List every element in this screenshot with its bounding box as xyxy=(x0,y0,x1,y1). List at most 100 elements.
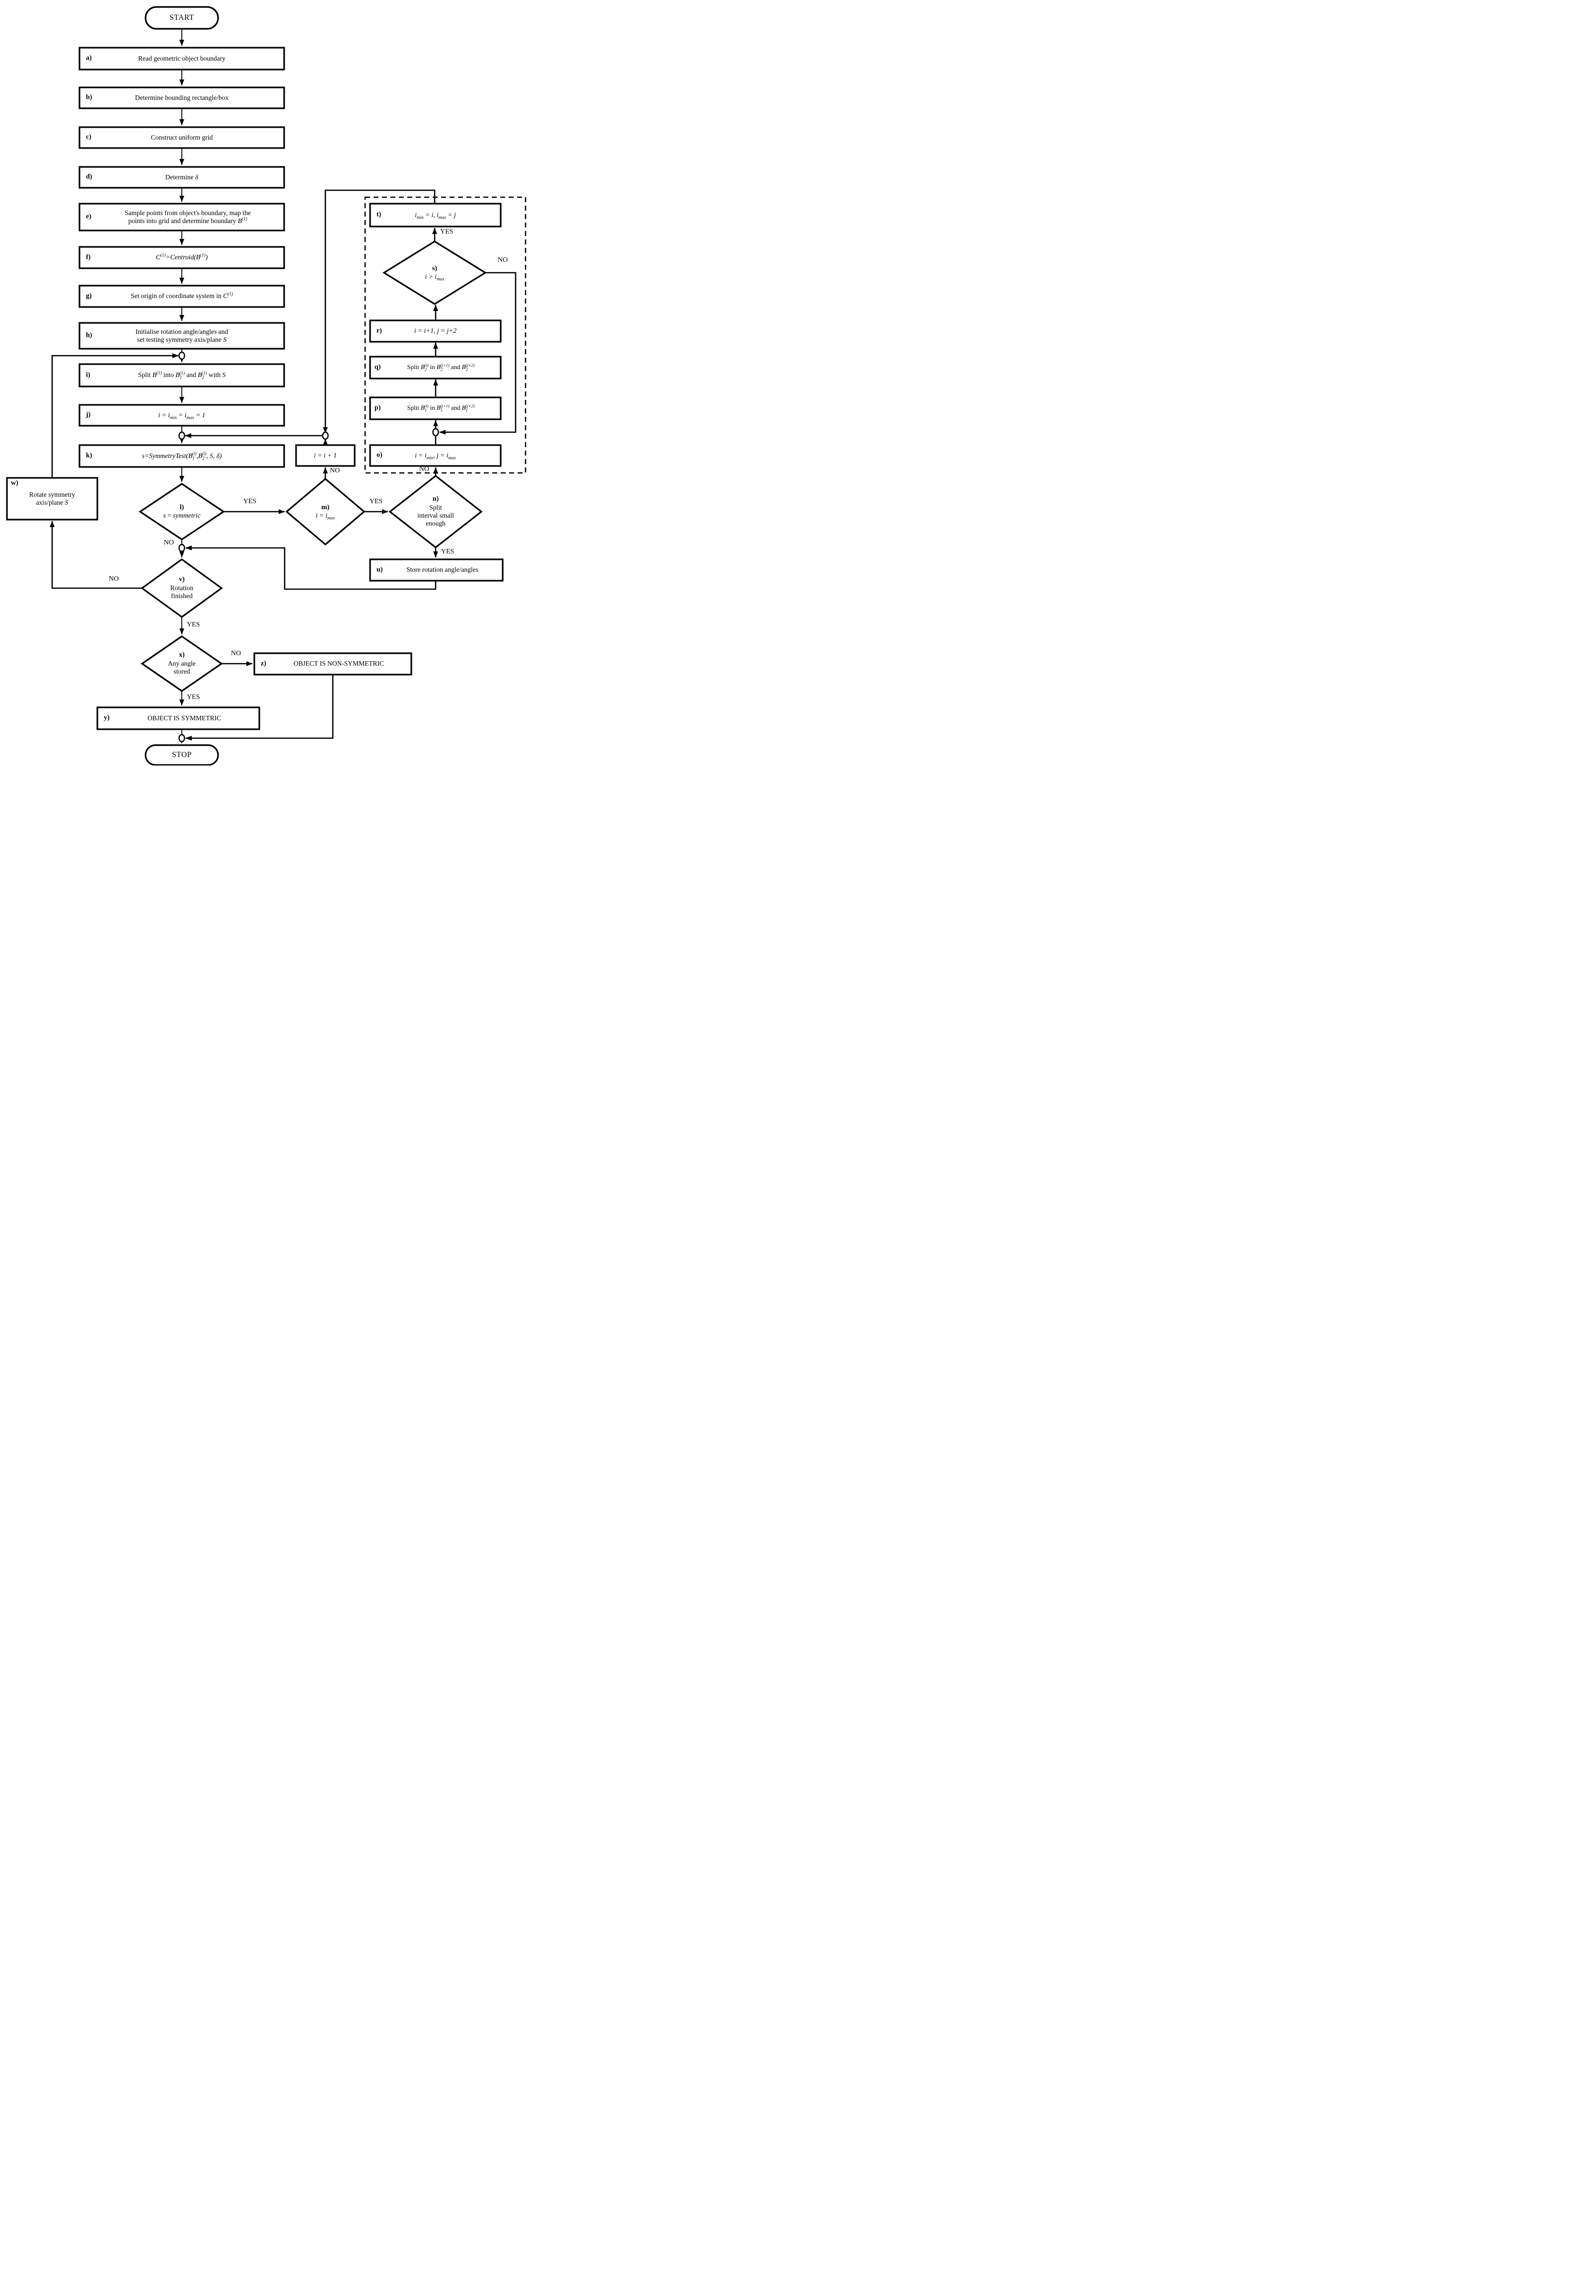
edge-w-loop xyxy=(51,353,179,478)
node-m-letter: m) xyxy=(321,503,330,511)
node-w-letter: w) xyxy=(11,479,18,487)
node-f: f) C(1)=Centroid(B(1)) xyxy=(79,247,284,268)
node-t-letter: t) xyxy=(377,211,381,219)
connector-before-stop xyxy=(178,734,185,743)
node-i-shape xyxy=(78,363,285,387)
node-y-letter: y) xyxy=(104,714,110,722)
node-o-text: i = imin, j = imax xyxy=(415,451,456,460)
node-n-line2: interval small xyxy=(417,512,454,520)
node-z: z) OBJECT IS NON-SYMMETRIC xyxy=(254,653,411,675)
node-h: h) Initialise rotation angle/angles and … xyxy=(79,323,284,349)
node-y-text: OBJECT IS SYMMETRIC xyxy=(147,714,222,722)
node-o: o) i = imin, j = imax xyxy=(370,445,501,466)
edge-label-m-no: NO xyxy=(330,467,340,474)
node-p-letter: p) xyxy=(375,404,381,412)
node-a-shape xyxy=(78,47,285,71)
node-h-line1: Initialise rotation angle/angles and xyxy=(135,327,228,335)
node-t-shape xyxy=(369,203,502,228)
edge-label-n-no: NO xyxy=(419,465,429,473)
node-j-shape xyxy=(78,404,285,427)
node-b-text: Determine bounding rectangle/box xyxy=(135,93,229,101)
start-terminal-label: START xyxy=(169,13,194,22)
node-q-shape xyxy=(369,356,502,380)
node-l-letter: l) xyxy=(179,503,184,511)
node-g-letter: g) xyxy=(86,292,92,300)
node-s-diamond xyxy=(382,240,487,305)
node-c: c) Construct uniform grid xyxy=(79,127,284,148)
node-e: e) Sample points from object's boundary,… xyxy=(79,204,284,230)
node-s: s) i > imax xyxy=(384,241,485,304)
node-m-text: i = imax xyxy=(315,512,335,521)
connector-merge-right xyxy=(322,431,329,440)
node-y-shape xyxy=(96,706,260,730)
node-v-line2: finished xyxy=(171,592,193,600)
node-g: g) Set origin of coordinate system in C(… xyxy=(79,286,284,307)
flowchart-canvas xyxy=(6,6,527,765)
node-s-text: i > imax xyxy=(425,273,445,282)
node-j: j) i = imin = imax = 1 xyxy=(79,405,284,426)
node-a-text: Read geometric object boundary xyxy=(138,54,226,62)
edge-label-v-yes: YES xyxy=(187,621,200,628)
node-b-shape xyxy=(78,86,285,109)
node-x-line1: Any angle xyxy=(168,660,196,668)
connector-before-i xyxy=(178,351,185,360)
node-p-text: Split B1(i) in B1(j+1) and B1(j+2) xyxy=(407,403,475,413)
node-o-letter: o) xyxy=(377,451,382,459)
edge-label-m-yes: YES xyxy=(369,498,383,505)
node-f-shape xyxy=(78,246,285,269)
node-b-letter: b) xyxy=(86,93,92,101)
node-n-letter: n) xyxy=(432,495,439,503)
node-l: l) s = symmetric xyxy=(140,484,224,539)
node-l-text: s = symmetric xyxy=(163,512,201,520)
node-a-letter: a) xyxy=(86,54,92,62)
node-h-letter: h) xyxy=(86,331,92,339)
node-v-line1: Rotation xyxy=(170,584,194,592)
edge-u-loop xyxy=(185,545,437,590)
edge-label-l-yes: YES xyxy=(243,498,257,505)
stop-terminal-label: STOP xyxy=(172,750,192,759)
node-d-shape xyxy=(78,166,285,189)
node-k-text: s=SymmetryTest(B1(i),B2(i), S, δ) xyxy=(142,451,222,461)
node-u: u) Store rotation angle/angles xyxy=(370,559,503,581)
node-iplus-shape xyxy=(295,444,356,467)
node-e-line2: points into grid and determine boundary … xyxy=(128,216,247,225)
node-a: a) Read geometric object boundary xyxy=(79,48,284,70)
node-u-letter: u) xyxy=(377,566,383,574)
node-u-shape xyxy=(369,558,504,582)
node-k-shape xyxy=(78,444,285,468)
node-w-line2: axis/plane S xyxy=(36,499,69,506)
node-q-letter: q) xyxy=(375,363,381,371)
dashed-group-box xyxy=(364,196,527,474)
node-r-letter: r) xyxy=(377,327,382,335)
node-w-line1: Rotate symmetry xyxy=(29,490,76,498)
node-r-shape xyxy=(369,319,502,343)
node-z-shape xyxy=(253,652,412,676)
node-v: v) Rotation finished xyxy=(142,559,222,617)
node-q: q) Split B2(i) in B2(j+1) and B2(j+2) xyxy=(370,357,501,379)
node-u-text: Store rotation angle/angles xyxy=(406,566,478,574)
flowchart-page: START a) Read geometric object boundary … xyxy=(0,0,532,765)
edge-label-v-no: NO xyxy=(108,575,119,583)
node-e-line1: Sample points from object's boundary, ma… xyxy=(125,209,251,217)
node-g-shape xyxy=(78,285,285,308)
node-e-shape xyxy=(78,203,285,231)
node-r-text: i = i+1, j = j+2 xyxy=(414,327,457,335)
node-m-diamond xyxy=(285,477,366,546)
edge-z-loop xyxy=(185,675,334,741)
edge-label-x-no: NO xyxy=(230,650,241,657)
node-n-line1: Split xyxy=(429,504,442,512)
node-iplus-text: i = i + 1 xyxy=(314,451,337,459)
node-i-letter: i) xyxy=(86,371,90,379)
node-d-text: Determine δ xyxy=(165,173,199,181)
node-y: y) OBJECT IS SYMMETRIC xyxy=(97,707,259,729)
node-p: p) Split B1(i) in B1(j+1) and B1(j+2) xyxy=(370,397,501,419)
node-b: b) Determine bounding rectangle/box xyxy=(79,87,284,108)
edge-label-n-yes: YES xyxy=(441,548,455,555)
node-i: i) Split B(1) into B1(1) and B2(1) with … xyxy=(79,364,284,386)
node-k: k) s=SymmetryTest(B1(i),B2(i), S, δ) xyxy=(79,445,284,467)
node-i-text: Split B(1) into B1(1) and B2(1) with S xyxy=(138,370,226,381)
node-z-letter: z) xyxy=(261,660,266,668)
node-m: m) i = imax xyxy=(287,479,364,544)
node-j-text: i = imin = imax = 1 xyxy=(158,411,206,420)
node-s-letter: s) xyxy=(432,264,438,272)
